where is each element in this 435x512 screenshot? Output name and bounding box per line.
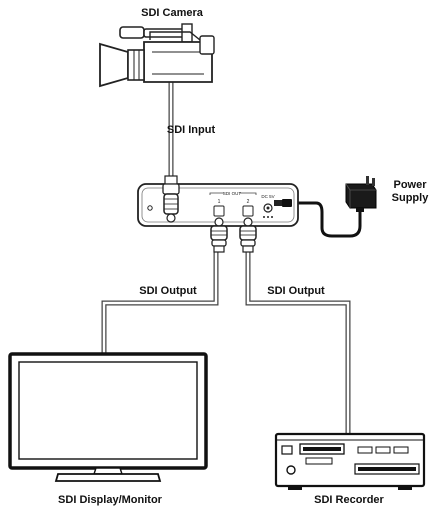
power-supply-label-line2: Supply xyxy=(392,192,430,204)
sdi-output-left-label: SDI Output xyxy=(139,285,197,297)
dc-in-label: DC 5V xyxy=(261,194,274,199)
sdi-recorder-icon xyxy=(274,432,426,490)
sdi-output-cable-recorder xyxy=(245,248,351,434)
display-label: SDI Display/Monitor xyxy=(58,494,163,506)
recorder-label: SDI Recorder xyxy=(314,494,384,506)
power-supply-label-line1: Power xyxy=(393,179,427,191)
port-2-label: 2 xyxy=(247,199,250,205)
sdi-out-panel-label: SDI OUT xyxy=(223,191,242,196)
port-1-label: 1 xyxy=(218,199,221,205)
sdi-output-right-label: SDI Output xyxy=(267,285,325,297)
bnc-input-connector-icon xyxy=(162,175,180,223)
sdi-camera-icon xyxy=(99,23,215,88)
sdi-display-monitor-icon xyxy=(8,352,208,482)
bnc-output-connector-2-icon xyxy=(239,217,257,253)
sdi-input-label: SDI Input xyxy=(167,124,216,136)
power-adapter-icon xyxy=(345,176,377,212)
sdi-output-cable-display xyxy=(101,248,219,354)
dc-plug-icon xyxy=(274,199,292,207)
bnc-output-connector-1-icon xyxy=(210,217,228,253)
camera-label: SDI Camera xyxy=(141,7,204,19)
power-cable xyxy=(290,201,362,238)
